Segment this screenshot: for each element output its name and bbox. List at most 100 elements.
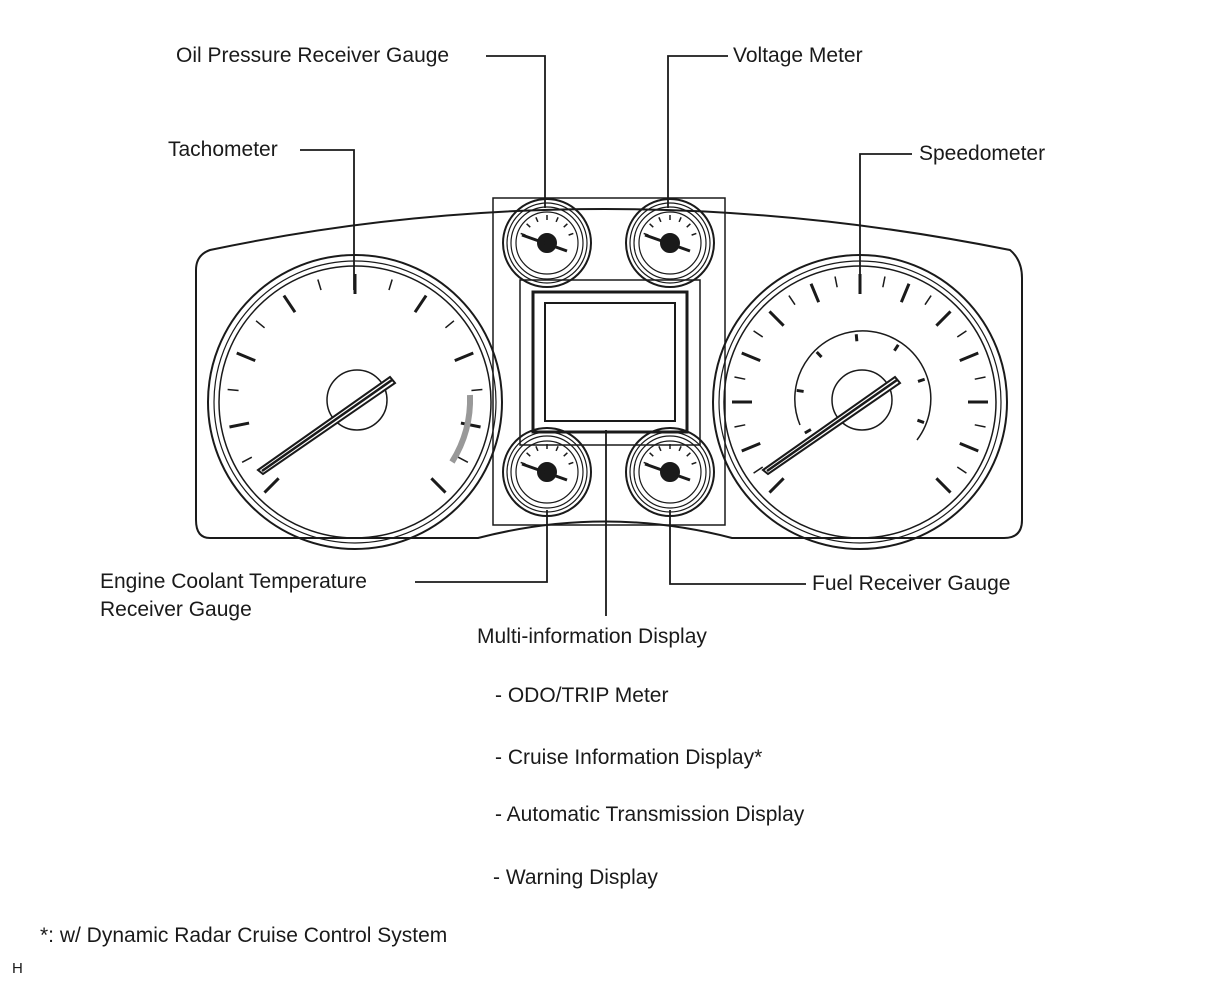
label-tachometer: Tachometer [168, 138, 278, 161]
leader-speedometer [859, 153, 912, 290]
gauge-ring [638, 440, 702, 504]
tick-mark [563, 223, 568, 228]
gauge-ring [506, 202, 588, 284]
tick-mark [229, 421, 250, 429]
mid-item-warning: - Warning Display [493, 866, 658, 889]
gauge-ring [638, 211, 702, 275]
tick-mark [809, 283, 821, 303]
tick-mark [526, 223, 531, 228]
label-speedometer: Speedometer [919, 142, 1046, 165]
gauge-needle [644, 233, 691, 253]
tick-mark [796, 388, 804, 393]
tick-mark [255, 320, 266, 329]
tick-mark [935, 477, 952, 494]
label-coolant-line2: Receiver Gauge [100, 598, 252, 621]
tick-mark [768, 310, 785, 327]
label-mid: Multi-information Display [477, 625, 707, 648]
tick-mark [893, 344, 900, 352]
tick-mark [457, 456, 469, 464]
coolant-temperature-gauge [502, 427, 592, 517]
tick-mark [691, 461, 697, 465]
tick-mark [413, 294, 428, 314]
tick-mark [526, 452, 531, 457]
corner-mark: H [12, 960, 23, 977]
tick-mark [882, 276, 886, 288]
tick-mark [444, 320, 455, 329]
gauge-ring [510, 435, 584, 509]
tick-mark [454, 351, 474, 363]
label-voltage: Voltage Meter [733, 44, 863, 67]
tick-mark [535, 445, 539, 452]
gauge-ring [633, 435, 707, 509]
gauge-ring [510, 206, 584, 280]
tick-mark [227, 388, 239, 392]
tick-mark [686, 452, 691, 457]
center-panel [492, 197, 726, 526]
tick-mark [460, 421, 481, 429]
footnote: *: w/ Dynamic Radar Cruise Control Syste… [40, 924, 448, 947]
tick-mark [317, 279, 322, 291]
speedometer-gauge [712, 254, 1008, 550]
mid-item-odo: - ODO/TRIP Meter [495, 684, 669, 707]
mid-item-transmission: - Automatic Transmission Display [495, 803, 805, 826]
tick-mark [768, 477, 785, 494]
tick-mark [555, 216, 559, 223]
tick-mark [568, 461, 574, 465]
tick-mark [555, 445, 559, 452]
leader-voltage [667, 55, 728, 208]
fuel-gauge [625, 427, 715, 517]
tick-mark [649, 452, 654, 457]
tick-mark [649, 223, 654, 228]
tick-mark [924, 295, 932, 306]
tick-mark [935, 310, 952, 327]
voltage-gauge [625, 198, 715, 288]
tick-mark [568, 232, 574, 236]
leader-oil-pressure [486, 55, 546, 208]
tick-mark [959, 441, 979, 453]
tick-mark [753, 330, 764, 338]
gauge-needle [521, 233, 568, 253]
tick-mark [678, 216, 682, 223]
cluster-housing [195, 208, 1023, 539]
gauge-ring [502, 198, 592, 288]
tick-mark [956, 330, 967, 338]
tick-mark [678, 445, 682, 452]
tick-mark [535, 216, 539, 223]
multi-information-display [531, 290, 689, 434]
gauge-needle [521, 462, 568, 482]
tick-mark [974, 424, 986, 428]
tick-mark [686, 223, 691, 228]
tick-mark [734, 376, 746, 380]
gauge-ring [625, 198, 715, 288]
tick-mark [804, 428, 812, 435]
tick-mark [974, 376, 986, 380]
gauge-ring [515, 211, 579, 275]
tick-mark [854, 334, 859, 342]
tick-mark [691, 232, 697, 236]
tick-mark [741, 351, 761, 363]
tick-mark [658, 216, 662, 223]
tick-mark [734, 424, 746, 428]
tick-mark [236, 351, 256, 363]
tick-mark [430, 477, 447, 494]
tick-mark [471, 388, 483, 392]
tick-mark [263, 477, 280, 494]
gauge-ring [633, 206, 707, 280]
label-oil-pressure: Oil Pressure Receiver Gauge [176, 44, 450, 67]
label-coolant-line1: Engine Coolant Temperature [100, 570, 367, 593]
tick-mark [917, 377, 926, 383]
tick-mark [241, 456, 253, 464]
tick-mark [899, 283, 911, 303]
leader-tachometer [300, 149, 355, 290]
tick-mark [563, 452, 568, 457]
tick-mark [788, 295, 796, 306]
gauge-needle [644, 462, 691, 482]
leader-fuel [669, 510, 806, 585]
tick-mark [753, 466, 764, 474]
tick-mark [815, 350, 823, 359]
label-fuel: Fuel Receiver Gauge [812, 572, 1011, 595]
tick-mark [388, 279, 393, 291]
gauge-ring [629, 202, 711, 284]
leader-coolant [415, 510, 548, 583]
